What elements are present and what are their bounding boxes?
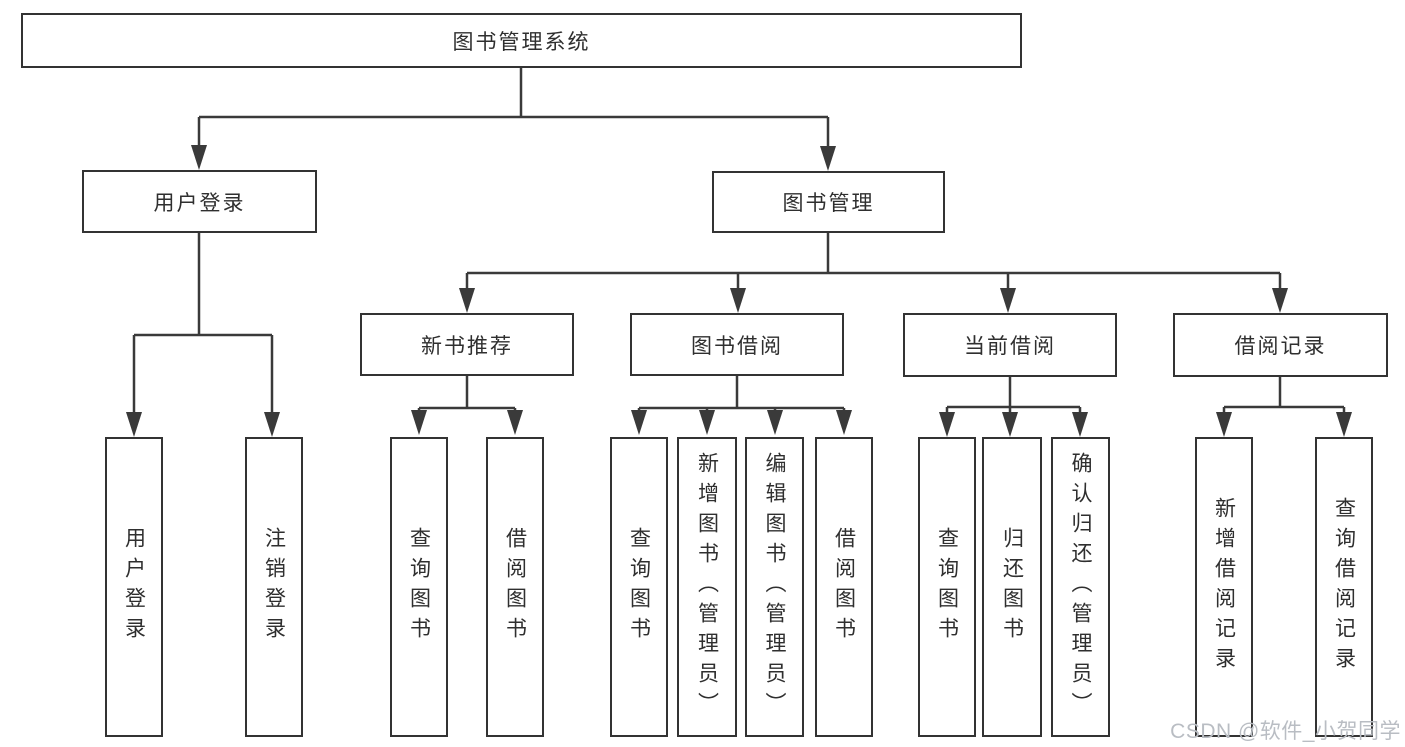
leaf-add-borrow-record-label: 新增借阅记录 <box>1212 497 1236 677</box>
node-borrowing-records: 借阅记录 <box>1173 313 1388 377</box>
node-book-management-label: 图书管理 <box>782 192 875 215</box>
leaf-user-login-label: 用户登录 <box>122 527 146 647</box>
leaf-logout: 注销登录 <box>245 437 303 737</box>
leaf-add-book-admin: 新增图书（管理员） <box>677 437 737 737</box>
node-user-login-label: 用户登录 <box>153 191 246 215</box>
leaf-add-book-admin-label: 新增图书（管理员） <box>695 452 719 722</box>
node-new-book-recommend: 新书推荐 <box>360 313 574 376</box>
node-current-borrowing: 当前借阅 <box>903 313 1117 377</box>
node-user-login: 用户登录 <box>82 170 317 233</box>
leaf-query-books-borrowing: 查询图书 <box>610 437 668 737</box>
leaf-user-login: 用户登录 <box>105 437 163 737</box>
node-borrowing-records-label: 借阅记录 <box>1234 335 1327 358</box>
leaf-query-borrow-record-label: 查询借阅记录 <box>1332 497 1356 677</box>
leaf-query-books-recommend-label: 查询图书 <box>407 527 431 647</box>
node-book-management: 图书管理 <box>712 171 945 233</box>
leaf-edit-book-admin: 编辑图书（管理员） <box>745 437 804 737</box>
leaf-borrow-books-recommend-label: 借阅图书 <box>503 527 527 647</box>
leaf-query-books-borrowing-label: 查询图书 <box>627 527 651 647</box>
leaf-borrow-books: 借阅图书 <box>815 437 873 737</box>
leaf-logout-label: 注销登录 <box>262 527 286 647</box>
leaf-query-books-current-label: 查询图书 <box>935 527 959 647</box>
node-current-borrowing-label: 当前借阅 <box>964 335 1056 358</box>
leaf-borrow-books-recommend: 借阅图书 <box>486 437 544 737</box>
leaf-return-book-label: 归还图书 <box>1000 527 1024 647</box>
node-new-book-recommend-label: 新书推荐 <box>421 334 513 358</box>
leaf-borrow-books-label: 借阅图书 <box>832 527 856 647</box>
leaf-add-borrow-record: 新增借阅记录 <box>1195 437 1253 737</box>
node-book-borrowing-label: 图书借阅 <box>691 334 783 358</box>
node-book-borrowing: 图书借阅 <box>630 313 844 376</box>
node-root: 图书管理系统 <box>21 13 1022 68</box>
leaf-return-book: 归还图书 <box>982 437 1042 737</box>
leaf-confirm-return-admin-label: 确认归还（管理员） <box>1069 452 1092 722</box>
csdn-watermark: CSDN @软件_小贺同学 <box>1170 720 1401 743</box>
leaf-query-books-current: 查询图书 <box>918 437 976 737</box>
leaf-edit-book-admin-label: 编辑图书（管理员） <box>763 452 786 722</box>
leaf-query-borrow-record: 查询借阅记录 <box>1315 437 1373 737</box>
node-root-label: 图书管理系统 <box>452 30 591 54</box>
leaf-confirm-return-admin: 确认归还（管理员） <box>1051 437 1110 737</box>
leaf-query-books-recommend: 查询图书 <box>390 437 448 737</box>
